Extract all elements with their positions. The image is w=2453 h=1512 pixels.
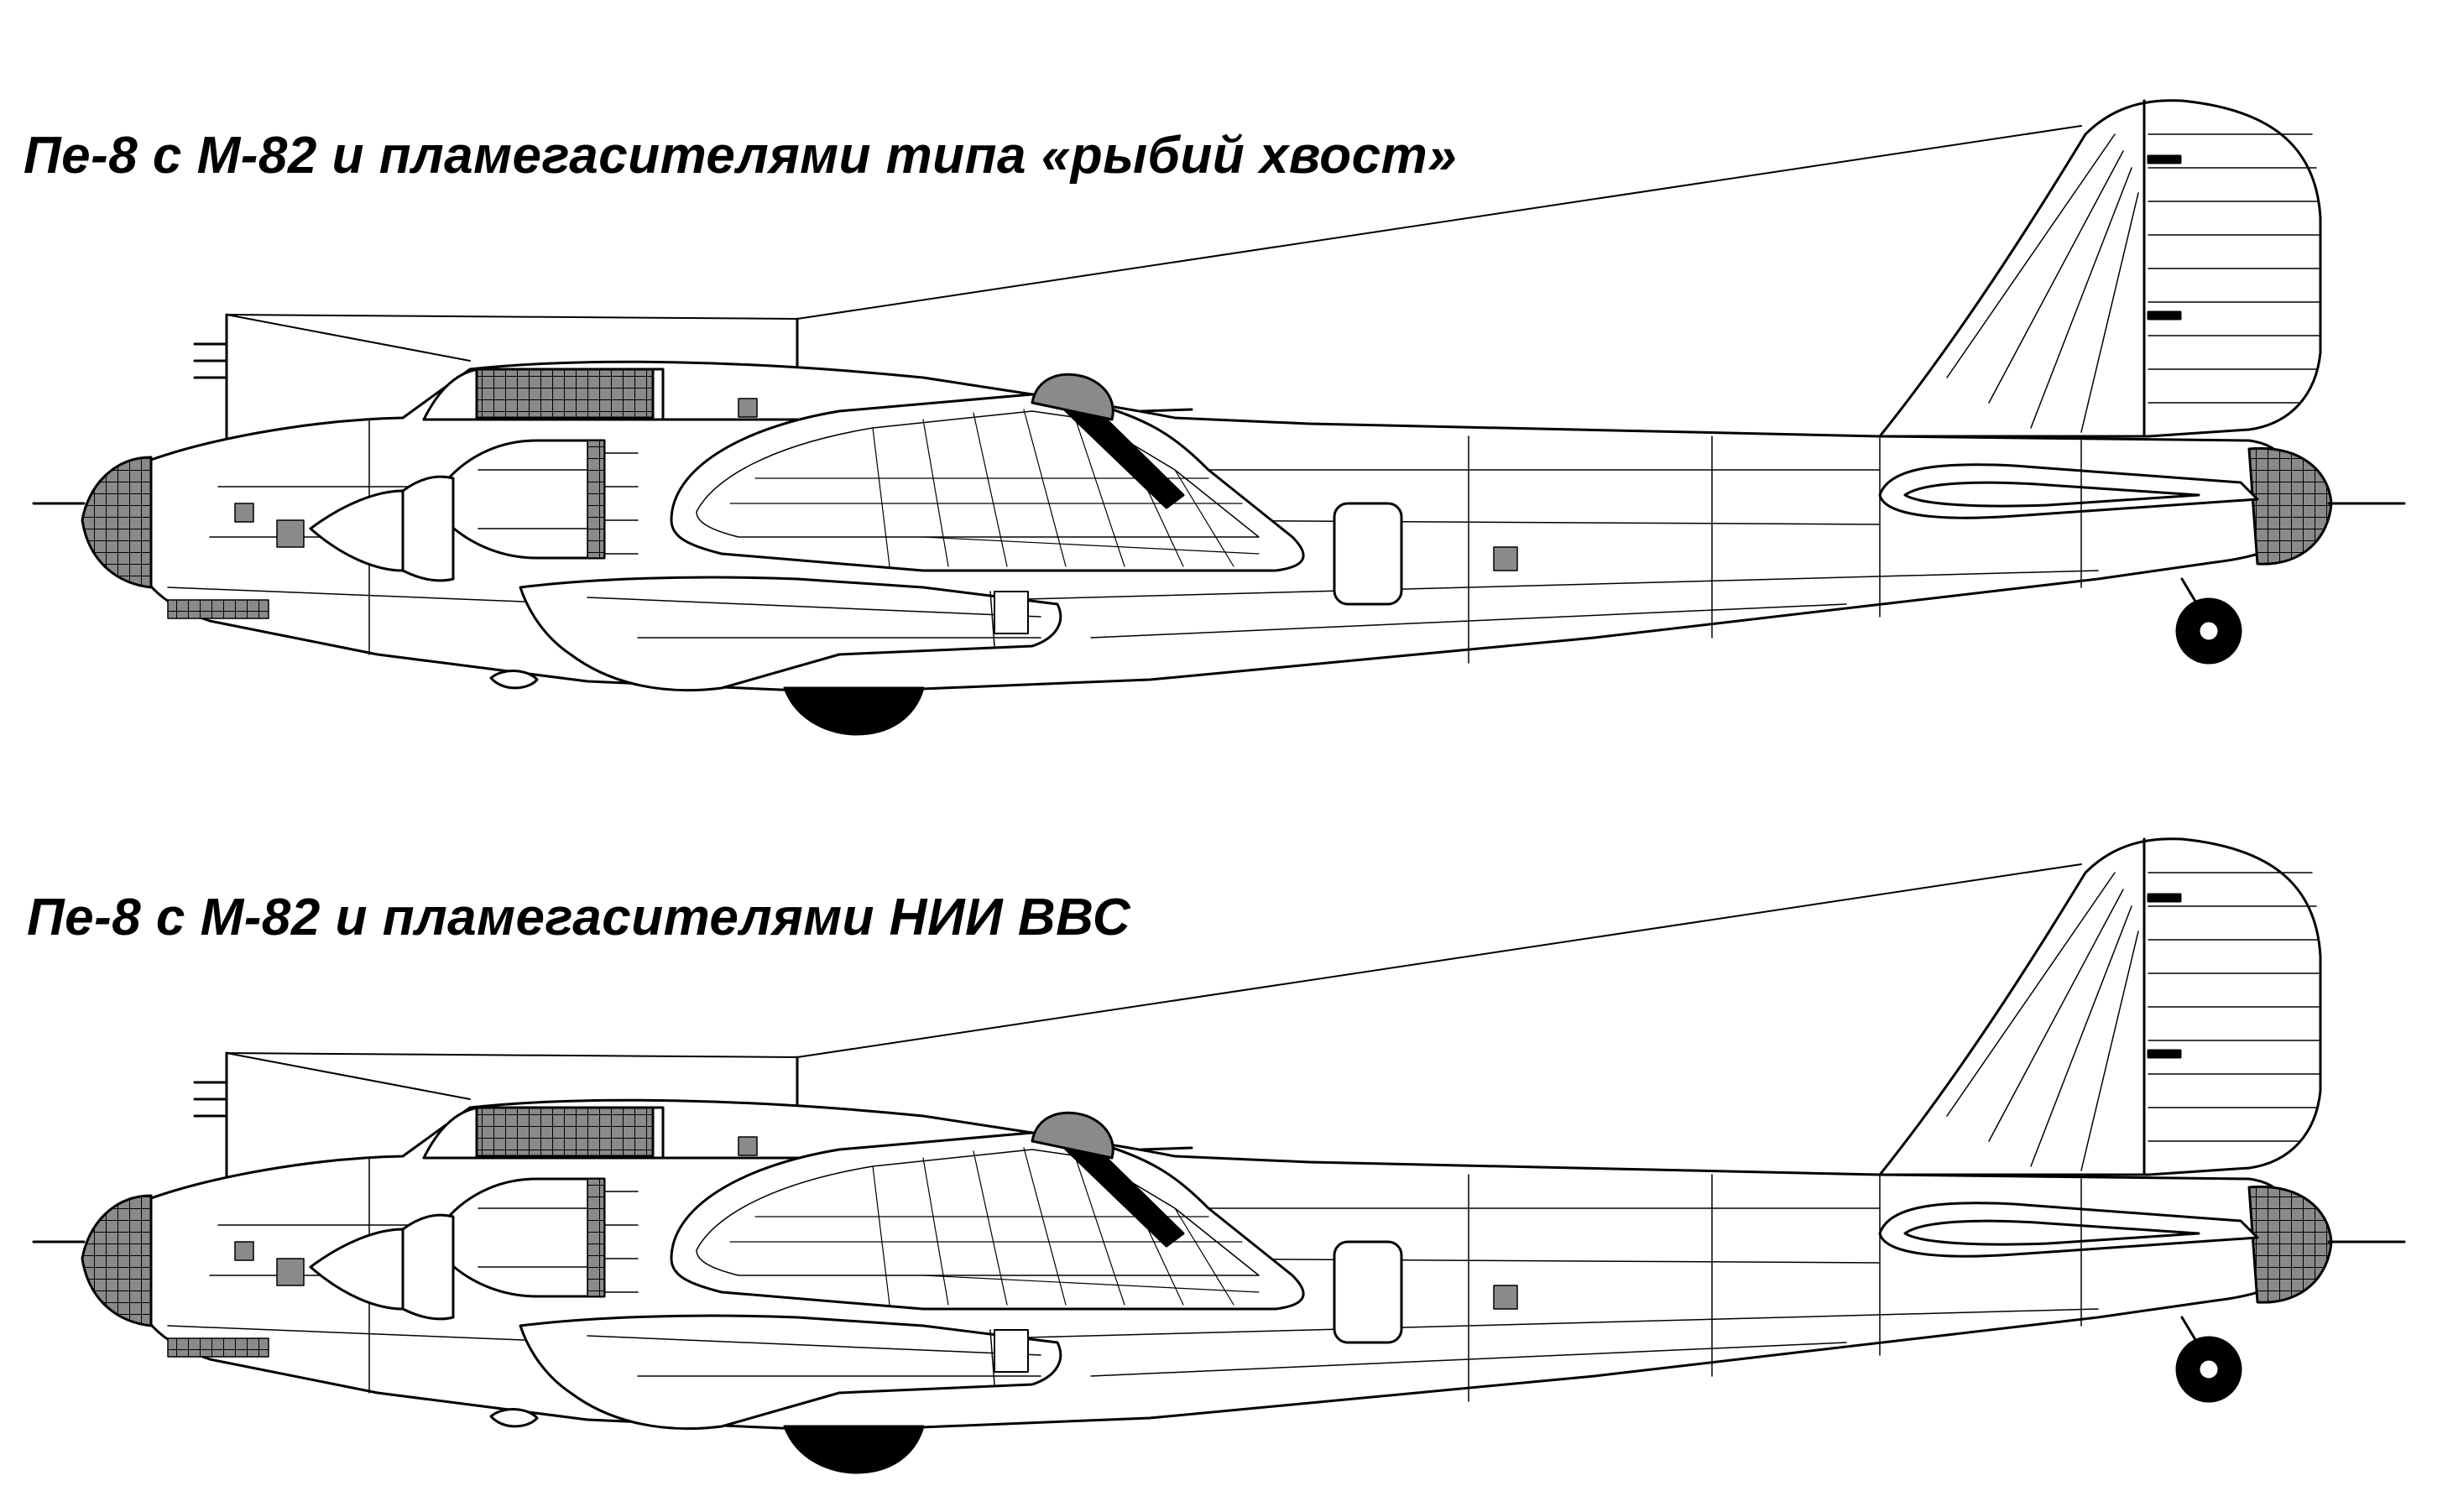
caption-top: Пе-8 с М-82 и пламегасителями типа «рыби… <box>23 127 1458 185</box>
caption-bottom: Пе-8 с М-82 и пламегасителями НИИ ВВС <box>27 889 1131 946</box>
aircraft-drawing-bottom <box>32 837 2406 1474</box>
aircraft-drawing-top <box>32 99 2406 736</box>
